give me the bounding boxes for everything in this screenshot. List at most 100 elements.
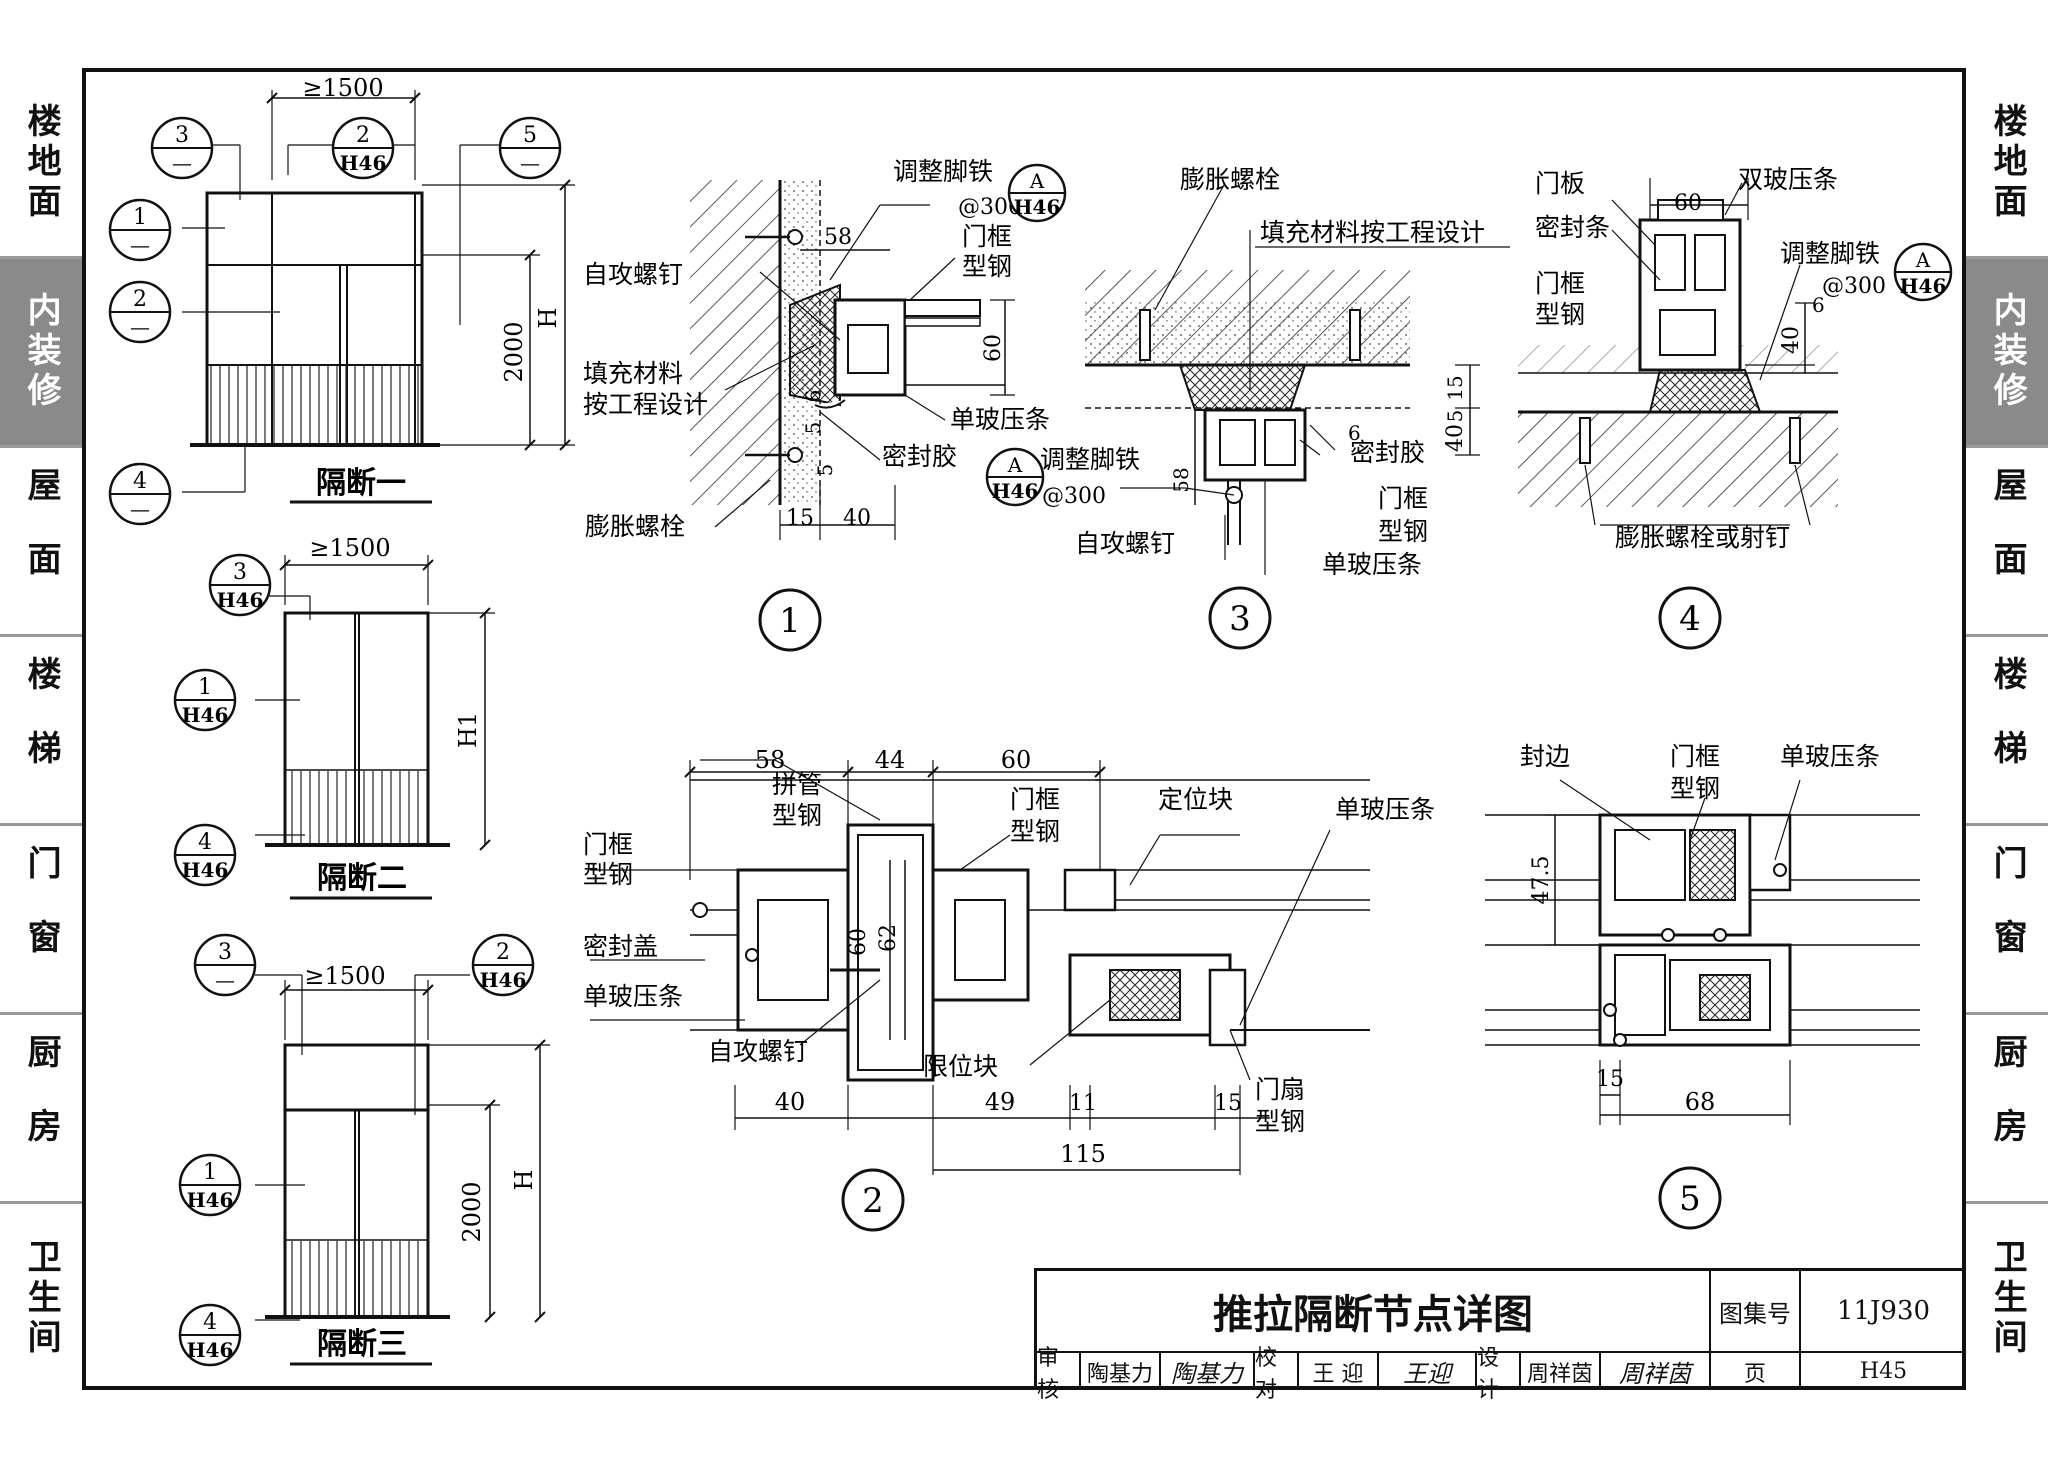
design-label: 设计 — [1477, 1346, 1521, 1403]
detail-3-marker[interactable]: 3 — [1208, 586, 1272, 650]
svg-text:—: — — [520, 151, 540, 175]
detail-1-section — [690, 180, 1015, 540]
partition-3-elevation — [255, 974, 550, 1323]
p3-width-dim: ≥1500 — [304, 962, 385, 990]
d3-screw: 自攻螺钉 — [1075, 529, 1175, 558]
d3-dim-58: 58 — [1169, 467, 1193, 492]
d3-adjust: 调整脚铁 — [1040, 445, 1140, 474]
tab-stairs[interactable]: 楼梯 — [1966, 637, 2048, 826]
tab-bathroom[interactable]: 卫生间 — [1966, 1204, 2048, 1393]
callout-p1-3[interactable]: 3— — [150, 116, 214, 180]
d2-dim-58: 58 — [755, 746, 786, 774]
d4-adjust-spacing: @300 — [1822, 274, 1886, 299]
svg-text:A: A — [1915, 248, 1931, 272]
callout-p1-2[interactable]: 2— — [108, 280, 172, 344]
p1-width-dim: ≥1500 — [302, 74, 383, 102]
review-label: 审核 — [1037, 1346, 1081, 1403]
d1-steel: 型钢 — [962, 252, 1012, 281]
svg-text:H46: H46 — [182, 703, 229, 727]
right-chapter-tabs: 楼地面 内装修 屋面 楼梯 门窗 厨房 卫生间 — [1966, 70, 2048, 1400]
detail-2-marker[interactable]: 2 — [841, 1168, 905, 1232]
tab-roof[interactable]: 屋面 — [1966, 448, 2048, 637]
svg-text:—: — — [215, 968, 235, 992]
partition-1-elevation — [182, 90, 575, 493]
detail-5-marker[interactable]: 5 — [1658, 1166, 1722, 1230]
d2-dim-15: 15 — [1214, 1091, 1242, 1116]
callout-p3-3[interactable]: 3— — [193, 933, 257, 997]
tab-bathroom[interactable]: 卫生间 — [0, 1204, 82, 1393]
d4-seal-strip: 密封条 — [1535, 213, 1610, 242]
d4-adjust: 调整脚铁 — [1780, 239, 1880, 268]
d2-locator: 定位块 — [1158, 785, 1233, 814]
d3-steel: 型钢 — [1378, 517, 1428, 546]
d2-steel-b: 型钢 — [1010, 817, 1060, 846]
tab-interior[interactable]: 内装修 — [0, 259, 82, 448]
d2-dim-40: 40 — [775, 1088, 806, 1116]
svg-text:5: 5 — [523, 123, 537, 148]
designer-signature: 周祥茵 — [1601, 1353, 1711, 1390]
tab-floor[interactable]: 楼地面 — [0, 70, 82, 259]
callout-p1-4[interactable]: 4— — [108, 462, 172, 526]
d3-dim-5: 5 — [1443, 410, 1467, 423]
svg-text:H46: H46 — [187, 1338, 234, 1362]
tab-kitchen[interactable]: 厨房 — [0, 1015, 82, 1204]
d2-dim-49: 49 — [985, 1088, 1016, 1116]
d1-fill-1: 填充材料 — [583, 359, 683, 388]
d1-sealant: 密封胶 — [882, 442, 957, 471]
d2-dim-44: 44 — [875, 746, 906, 774]
d2-screw: 自攻螺钉 — [708, 1037, 808, 1066]
p1-height-dim: 2000 — [500, 321, 528, 382]
d2-dim-115: 115 — [1060, 1140, 1106, 1168]
tab-stairs[interactable]: 楼梯 — [0, 637, 82, 826]
svg-text:4: 4 — [198, 830, 212, 855]
d1-screw: 自攻螺钉 — [583, 260, 683, 289]
callout-p1-5[interactable]: 5— — [498, 116, 562, 180]
d2-joint-steel: 型钢 — [772, 801, 822, 830]
d3-door-frame: 门框 — [1378, 484, 1428, 513]
tab-label: 屋面 — [1987, 467, 2028, 615]
d2-dim-60: 60 — [1001, 746, 1032, 774]
d2-seal-cover: 密封盖 — [583, 932, 658, 961]
tab-label: 门窗 — [1987, 845, 2028, 993]
d2-dim-11: 11 — [1069, 1091, 1097, 1116]
detail-4-marker[interactable]: 4 — [1658, 586, 1722, 650]
d5-door-frame: 门框 — [1670, 742, 1720, 771]
p2-width-dim: ≥1500 — [309, 534, 390, 562]
svg-text:4: 4 — [1679, 599, 1701, 639]
tab-interior[interactable]: 内装修 — [1966, 259, 2048, 448]
svg-text:H46: H46 — [182, 858, 229, 882]
tab-kitchen[interactable]: 厨房 — [1966, 1015, 2048, 1204]
tab-doors-windows[interactable]: 门窗 — [0, 826, 82, 1015]
detail-5-section — [1485, 779, 1920, 1125]
svg-text:1: 1 — [198, 675, 212, 700]
d3-dim-15: 15 — [1443, 375, 1467, 400]
signature-row: 审核 陶基力 陶基力 校对 王 迎 王迎 设计 周祥茵 周祥茵 页 H45 — [1037, 1346, 1966, 1403]
svg-text:5: 5 — [1679, 1179, 1701, 1219]
d3-sealant: 密封胶 — [1350, 438, 1425, 467]
detail-1-marker[interactable]: 1 — [758, 588, 822, 652]
svg-text:H46: H46 — [480, 968, 527, 992]
tab-doors-windows[interactable]: 门窗 — [1966, 826, 2048, 1015]
callout-p1-1[interactable]: 1— — [108, 198, 172, 262]
d3-bolt: 膨胀螺栓 — [1180, 165, 1280, 194]
designer-name: 周祥茵 — [1521, 1353, 1601, 1390]
d2-single-strip-left: 单玻压条 — [583, 982, 683, 1011]
tab-label: 楼地面 — [1987, 103, 2028, 223]
tab-floor[interactable]: 楼地面 — [1966, 70, 2048, 259]
d2-door-leaf: 门扇 — [1255, 1075, 1305, 1104]
d5-steel: 型钢 — [1670, 774, 1720, 803]
d4-door-panel: 门板 — [1535, 169, 1585, 198]
d2-joint-pipe: 拼管 — [772, 770, 822, 799]
tab-roof[interactable]: 屋面 — [0, 448, 82, 637]
